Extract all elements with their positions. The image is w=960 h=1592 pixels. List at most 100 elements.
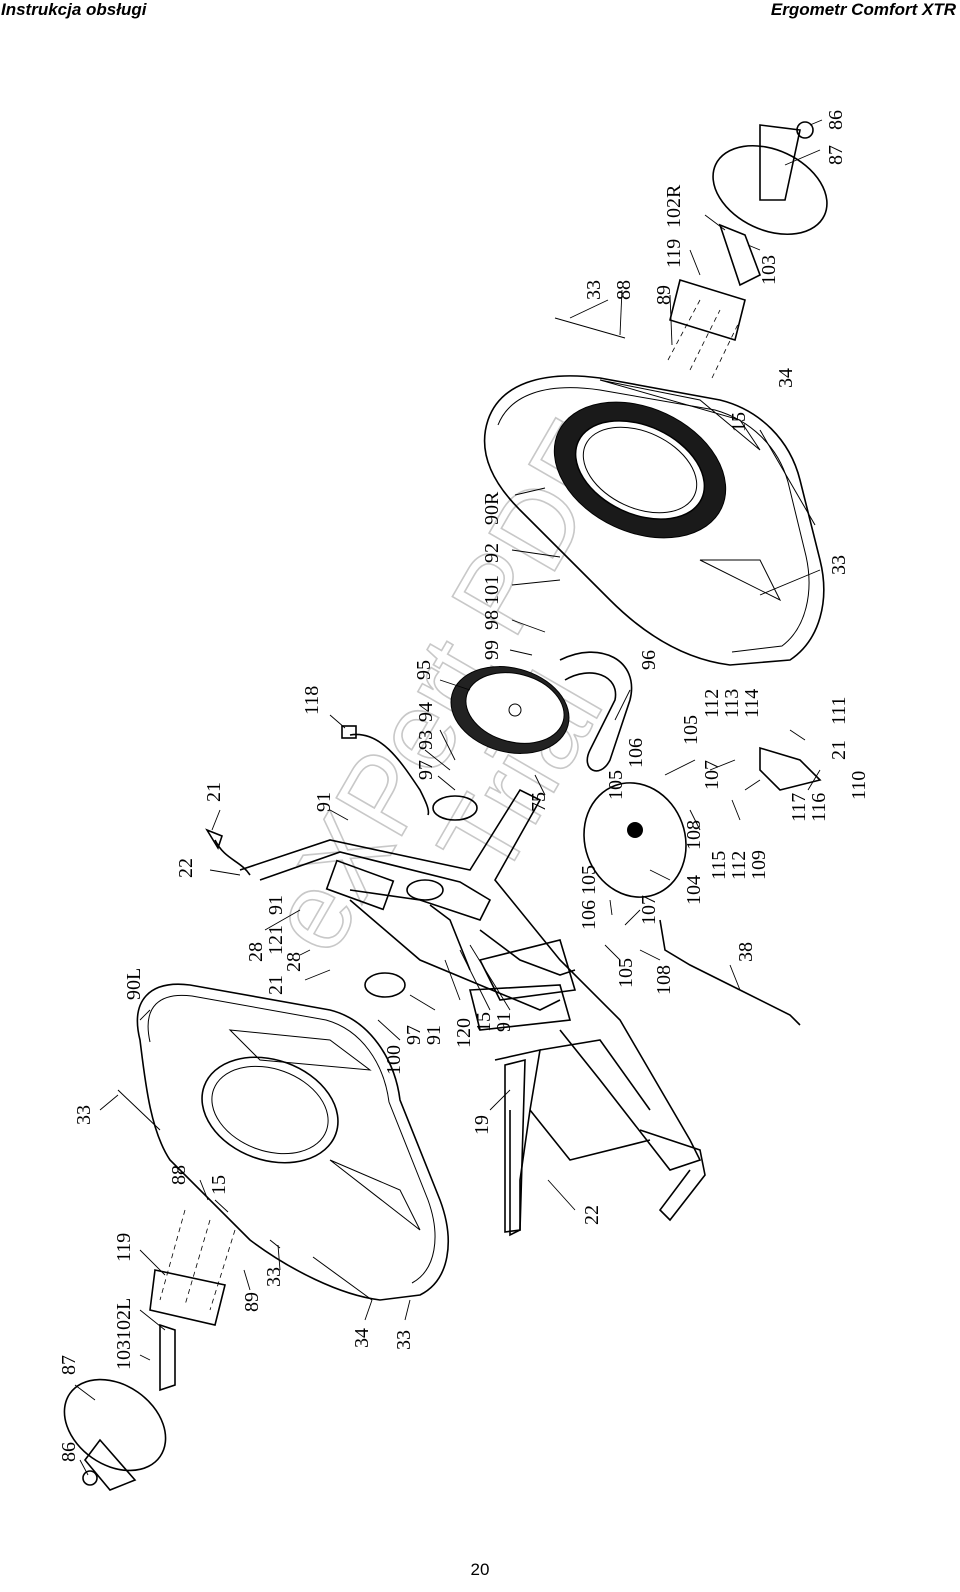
label-115: 115 xyxy=(708,851,730,880)
label-118: 118 xyxy=(301,686,323,715)
label-93: 93 xyxy=(415,730,437,750)
label-105: 105 xyxy=(680,715,702,745)
label-75: 75 xyxy=(528,792,550,812)
label-34: 34 xyxy=(351,1328,373,1348)
pulley-104 xyxy=(583,782,687,898)
belt-96 xyxy=(559,651,633,772)
label-33: 33 xyxy=(583,280,605,300)
label-87: 87 xyxy=(58,1355,80,1375)
label-97: 97 xyxy=(415,760,437,780)
label-91: 91 xyxy=(493,1012,515,1032)
label-98: 98 xyxy=(481,610,503,630)
label-15: 15 xyxy=(473,1012,495,1032)
label-88: 88 xyxy=(613,280,635,300)
label-89: 89 xyxy=(653,285,675,305)
product-title: Ergometr Comfort XTR xyxy=(770,0,956,19)
label-108: 108 xyxy=(653,965,675,995)
label-105: 105 xyxy=(615,958,637,988)
label-21: 21 xyxy=(828,740,850,760)
label-102L: 102L xyxy=(113,1298,135,1340)
label-105: 105 xyxy=(578,865,600,895)
flywheel-95 xyxy=(450,666,570,754)
label-38: 38 xyxy=(735,942,757,962)
label-117: 117 xyxy=(788,793,810,822)
label-116: 116 xyxy=(808,793,830,822)
right-side-cover-90R xyxy=(483,375,825,666)
main-frame xyxy=(239,788,706,1237)
label-21: 21 xyxy=(265,975,287,995)
label-86: 86 xyxy=(825,110,847,130)
bracket-110 xyxy=(759,746,822,791)
tension-cable-38 xyxy=(659,919,801,1026)
label-22: 22 xyxy=(581,1205,603,1225)
label-96: 96 xyxy=(638,650,660,670)
pedal-87-right xyxy=(712,121,828,236)
label-94: 94 xyxy=(415,702,437,722)
manual-title: Instrukcja obsługi xyxy=(1,0,147,19)
label-86: 86 xyxy=(58,1442,80,1462)
label-101: 101 xyxy=(481,575,503,605)
label-104: 104 xyxy=(683,875,705,905)
label-91: 91 xyxy=(423,1025,445,1045)
label-113: 113 xyxy=(721,689,743,718)
label-88: 88 xyxy=(168,1165,190,1185)
label-108: 108 xyxy=(683,820,705,850)
cable-22-top xyxy=(214,839,251,876)
label-89: 89 xyxy=(241,1292,263,1312)
crank-102R xyxy=(718,223,762,287)
label-91: 91 xyxy=(265,895,287,915)
pedal-87-left xyxy=(63,1378,167,1491)
label-106: 106 xyxy=(578,900,600,930)
leader-lines xyxy=(74,119,823,1476)
label-92: 92 xyxy=(481,543,503,563)
label-90L: 90L xyxy=(123,968,145,1000)
label-28: 28 xyxy=(245,942,267,962)
label-114: 114 xyxy=(741,689,763,718)
label-99: 99 xyxy=(481,640,503,660)
label-107: 107 xyxy=(701,760,723,790)
label-119: 119 xyxy=(113,1233,135,1262)
label-103: 103 xyxy=(758,255,780,285)
label-109: 109 xyxy=(748,850,770,880)
label-105: 105 xyxy=(605,770,627,800)
label-15: 15 xyxy=(728,412,750,432)
label-100: 100 xyxy=(383,1045,405,1075)
label-102R: 102R xyxy=(663,184,685,228)
alignment-lines xyxy=(159,299,741,1311)
label-119: 119 xyxy=(663,239,685,268)
magnet-97-b xyxy=(364,972,406,998)
left-side-cover-90L xyxy=(136,983,449,1301)
label-110: 110 xyxy=(848,771,870,800)
label-95: 95 xyxy=(413,660,435,680)
label-91: 91 xyxy=(313,792,335,812)
label-111: 111 xyxy=(828,696,850,725)
label-19: 19 xyxy=(471,1115,493,1135)
label-33: 33 xyxy=(828,555,850,575)
label-103: 103 xyxy=(113,1340,135,1370)
plate-119-left xyxy=(149,1269,226,1326)
crank-102L xyxy=(159,1323,176,1392)
label-22: 22 xyxy=(175,858,197,878)
label-33: 33 xyxy=(73,1105,95,1125)
label-15: 15 xyxy=(208,1175,230,1195)
label-97: 97 xyxy=(403,1025,425,1045)
foot-bar-19 xyxy=(504,1058,526,1233)
label-121: 121 xyxy=(265,925,287,955)
label-112: 112 xyxy=(701,689,723,718)
label-112: 112 xyxy=(728,851,750,880)
page-header: Instrukcja obsługi Ergometr Comfort XTR xyxy=(0,0,960,22)
page-number: 20 xyxy=(470,1560,490,1579)
label-107: 107 xyxy=(638,895,660,925)
label-106: 106 xyxy=(625,738,647,768)
plate-119-right xyxy=(669,278,746,342)
magnet-97 xyxy=(432,795,478,821)
label-33: 33 xyxy=(263,1267,285,1287)
label-21: 21 xyxy=(203,782,225,802)
label-33: 33 xyxy=(393,1330,415,1350)
label-87: 87 xyxy=(825,145,847,165)
screws xyxy=(117,317,816,1301)
label-34: 34 xyxy=(775,368,797,388)
label-120: 120 xyxy=(453,1018,475,1048)
label-90R: 90R xyxy=(481,491,503,525)
